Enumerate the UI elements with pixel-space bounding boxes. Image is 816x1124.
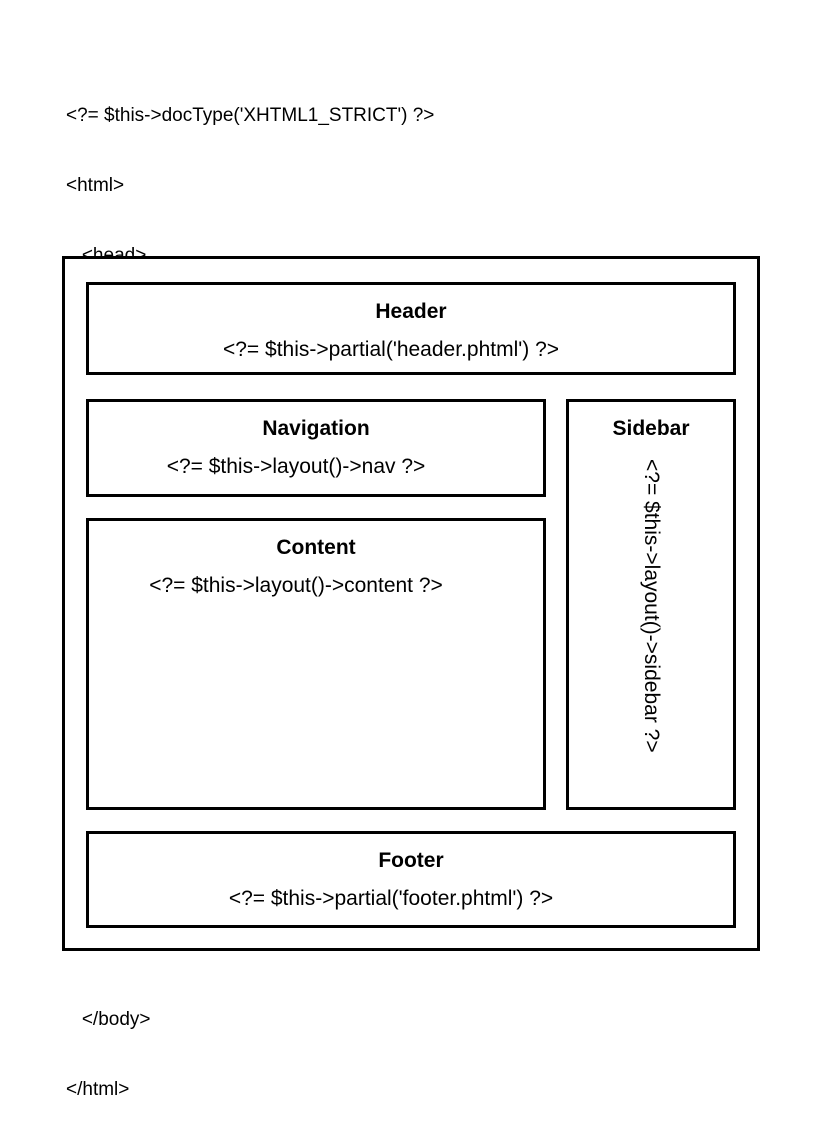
region-sidebar-title: Sidebar (612, 417, 690, 440)
region-header-code: <?= $this->partial('header.phtml') ?> (222, 338, 560, 361)
region-navigation: Navigation <?= $this->layout()->nav ?> (86, 399, 546, 497)
region-footer-title: Footer (378, 849, 444, 872)
region-footer-code: <?= $this->partial('footer.phtml') ?> (228, 887, 554, 910)
region-content: Content <?= $this->layout()->content ?> (86, 518, 546, 810)
code-block-bottom: </body> </html> (66, 962, 151, 1124)
region-sidebar: Sidebar <?= $this->layout()->sidebar ?> (566, 399, 736, 810)
region-header-title: Header (375, 300, 447, 323)
code-line: <html> (66, 175, 125, 197)
region-content-title: Content (276, 536, 356, 559)
code-line: </body> (66, 1009, 151, 1031)
region-content-code: <?= $this->layout()->content ?> (149, 574, 443, 597)
code-line: </html> (66, 1079, 130, 1101)
code-line: <?= $this->docType('XHTML1_STRICT') ?> (66, 105, 435, 127)
region-sidebar-code-wrap: <?= $this->layout()->sidebar ?> (569, 459, 733, 807)
layout-container-box: Header <?= $this->partial('header.phtml'… (62, 256, 760, 951)
region-header: Header <?= $this->partial('header.phtml'… (86, 282, 736, 375)
region-navigation-title: Navigation (262, 417, 370, 440)
region-footer: Footer <?= $this->partial('footer.phtml'… (86, 831, 736, 928)
region-navigation-code: <?= $this->layout()->nav ?> (166, 455, 426, 478)
region-sidebar-code: <?= $this->layout()->sidebar ?> (639, 459, 663, 753)
